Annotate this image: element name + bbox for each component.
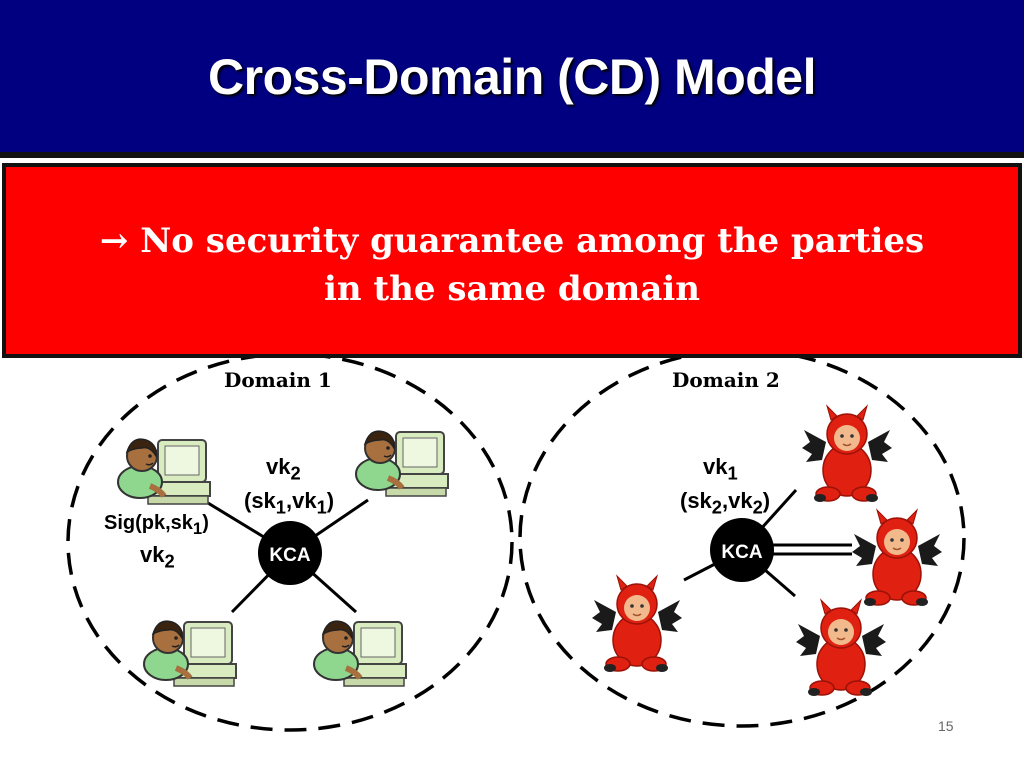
domain1-vk-label: vk2 [140,542,175,572]
devil-baby-icon [801,405,893,503]
domain2-pair-label: (sk2,vk2) [680,488,771,518]
domain1-pair-label: (sk1,vk1) [244,488,335,518]
page-number: 15 [938,718,954,734]
slide-title: Cross-Domain (CD) Model [208,49,816,105]
domain1-kca-node: KCA [258,521,322,585]
domain1-key-label: vk2 [266,454,301,484]
user-at-computer-icon [118,439,210,504]
title-bar: Cross-Domain (CD) Model [0,0,1024,158]
domain1-sig-label: Sig(pk,sk1) [104,512,209,538]
domain2-label: Domain 2 [672,368,780,392]
warning-banner: → No security guarantee among the partie… [2,163,1022,358]
domain2-key-label: vk1 [703,454,738,484]
user-at-computer-icon [144,621,236,686]
domain1-kca-label: KCA [269,545,310,566]
domain2-kca-node: KCA [710,518,774,582]
banner-line-2: in the same domain [323,269,701,309]
devil-baby-icon [795,599,887,697]
arrow-icon: → [99,221,129,261]
domain1-label: Domain 1 [224,368,332,392]
banner-line-1: No security guarantee among the parties [140,221,925,261]
user-at-computer-icon [356,431,448,496]
user-at-computer-icon [314,621,406,686]
banner-text: → No security guarantee among the partie… [46,217,978,313]
domain1-boundary [66,358,514,732]
domain2-boundary [518,358,966,728]
devil-baby-icon [851,509,943,607]
domain2-kca-label: KCA [721,542,762,563]
devil-baby-icon [591,575,683,673]
